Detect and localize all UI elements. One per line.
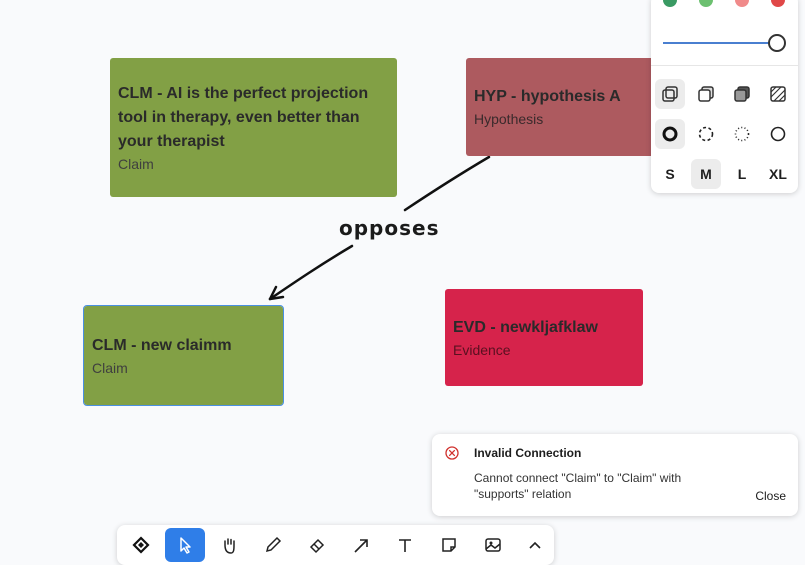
dash-dashed-icon[interactable]	[691, 119, 721, 149]
relation-arrow[interactable]	[0, 0, 805, 552]
toast-title: Invalid Connection	[474, 446, 582, 460]
note-icon[interactable]	[429, 528, 469, 562]
card-title: CLM - new claimm	[92, 336, 232, 354]
eraser-icon[interactable]	[297, 528, 337, 562]
size-m-button[interactable]: M	[691, 159, 721, 189]
chevron-up-icon[interactable]	[515, 528, 555, 562]
size-label: S	[665, 166, 675, 182]
opacity-slider-thumb[interactable]	[768, 34, 786, 52]
card-type: Claim	[92, 359, 128, 376]
size-label: XL	[769, 166, 787, 182]
bottom-toolbar	[117, 525, 554, 565]
hand-icon[interactable]	[209, 528, 249, 562]
error-circle-icon	[445, 446, 459, 460]
size-label: L	[737, 166, 747, 182]
size-xl-button[interactable]: XL	[763, 159, 793, 189]
select-icon[interactable]	[165, 528, 205, 562]
fill-none-icon[interactable]	[655, 79, 685, 109]
opacity-slider-track[interactable]	[663, 42, 771, 44]
dash-draw-icon[interactable]	[655, 119, 685, 149]
image-icon[interactable]	[473, 528, 513, 562]
card-type: Evidence	[453, 341, 511, 358]
card-type: Hypothesis	[474, 111, 544, 127]
arrow-icon[interactable]	[341, 528, 381, 562]
toast-close-button[interactable]: Close	[755, 489, 786, 503]
fill-pattern-icon[interactable]	[763, 79, 793, 109]
claim-card-selected[interactable]: CLM - new claimm Claim	[83, 305, 284, 406]
dash-solid-icon[interactable]	[763, 119, 793, 149]
text-icon[interactable]	[385, 528, 425, 562]
card-type: Claim	[118, 155, 154, 172]
claim-card[interactable]: CLM - AI is the perfect projection tool …	[110, 58, 397, 197]
size-label: M	[700, 166, 712, 182]
fill-solid-icon[interactable]	[727, 79, 757, 109]
card-title: CLM - AI is the perfect projection tool …	[118, 84, 369, 150]
node-tool-icon[interactable]	[121, 528, 161, 562]
size-l-button[interactable]: L	[727, 159, 757, 189]
edge-label[interactable]: opposes	[339, 216, 440, 240]
size-s-button[interactable]: S	[655, 159, 685, 189]
card-title: HYP - hypothesis A	[474, 88, 621, 105]
style-panel: S M L XL	[651, 0, 798, 193]
pencil-icon[interactable]	[253, 528, 293, 562]
card-title: EVD - newkljafklaw	[453, 318, 598, 336]
color-swatch-light-red[interactable]	[735, 0, 749, 7]
divider	[651, 65, 798, 66]
dash-dotted-icon[interactable]	[727, 119, 757, 149]
hypothesis-card[interactable]: HYP - hypothesis A Hypothesis	[466, 58, 666, 156]
toast-message: Cannot connect "Claim" to "Claim" with "…	[474, 471, 682, 501]
color-swatch-green[interactable]	[663, 0, 677, 7]
error-toast: Invalid Connection Cannot connect "Claim…	[432, 434, 798, 516]
evidence-card[interactable]: EVD - newkljafklaw Evidence	[445, 289, 643, 386]
color-swatch-red[interactable]	[771, 0, 785, 7]
color-swatch-light-green[interactable]	[699, 0, 713, 7]
fill-semi-icon[interactable]	[691, 79, 721, 109]
